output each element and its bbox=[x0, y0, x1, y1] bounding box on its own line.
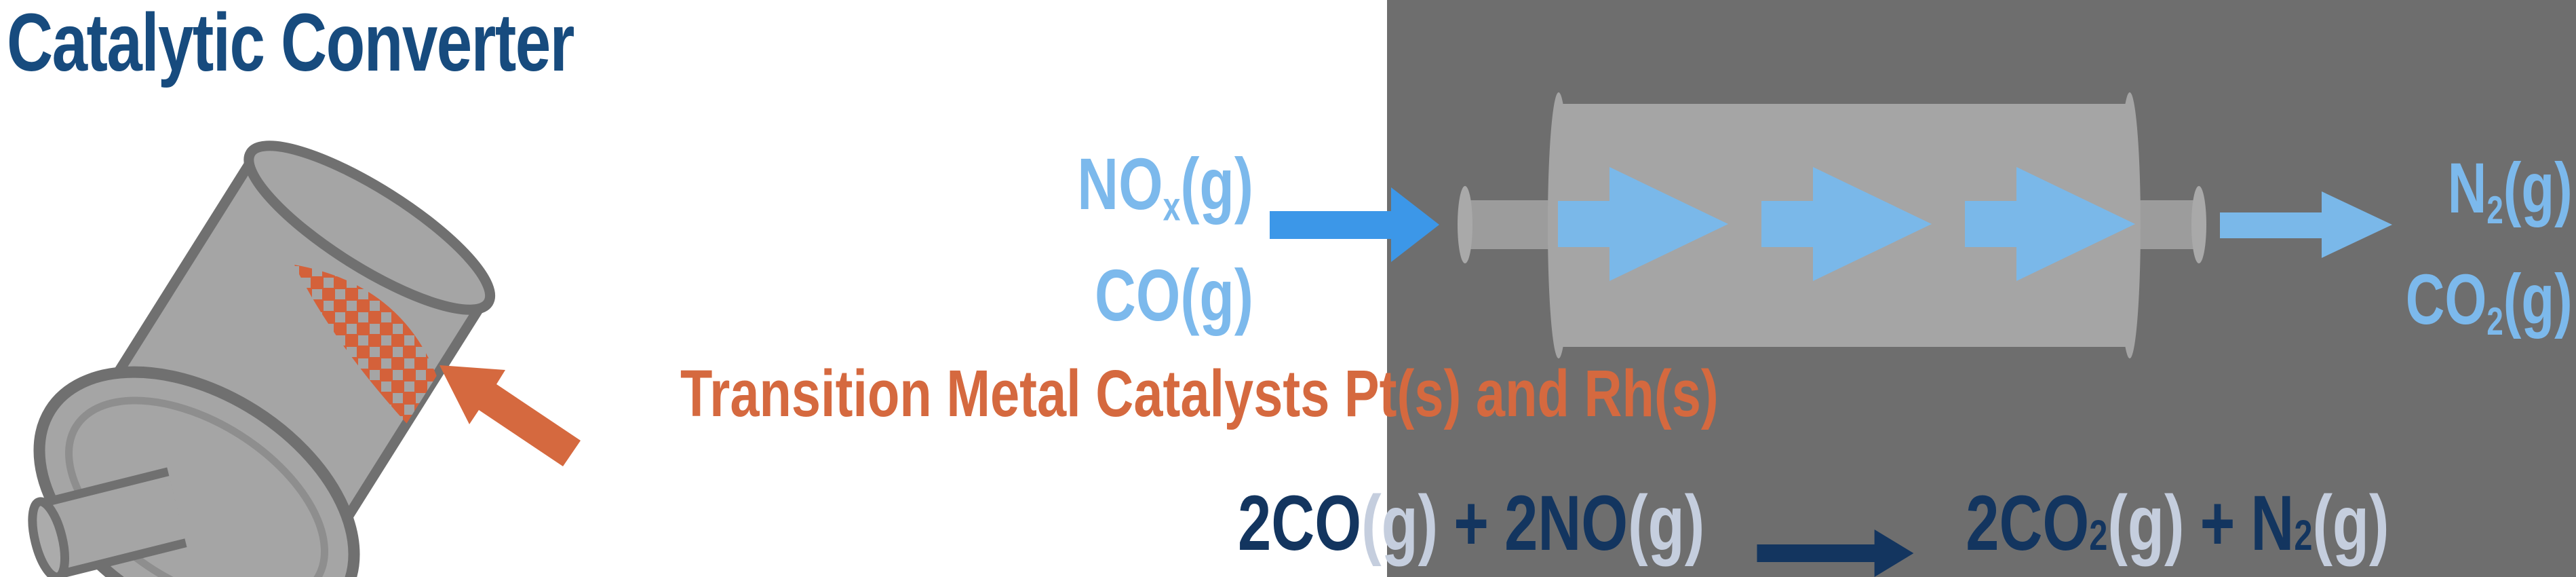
outlet-arrow bbox=[2220, 191, 2392, 258]
catalyst-label-line3: Pt(s) and Rh(s) bbox=[1344, 356, 1719, 430]
catalyst-pointer-arrow bbox=[440, 365, 581, 466]
inlet-arrow bbox=[1270, 187, 1439, 262]
inlet-gas-line1-subscript: x bbox=[1163, 183, 1181, 229]
converter-schematic bbox=[1270, 92, 2392, 358]
inlet-gas-line2: CO(g) bbox=[1095, 253, 1253, 336]
outlet-gas-label: N2(g) CO2(g) bbox=[2406, 144, 2573, 367]
equation-plus2: + bbox=[2200, 480, 2236, 567]
equation-plus1: + bbox=[1453, 480, 1489, 567]
muffler-front-inner-ring bbox=[65, 396, 328, 577]
inlet-gas-line1: NOx(g) bbox=[1077, 143, 1253, 229]
equation-product2: N bbox=[2250, 480, 2295, 567]
equation-product1: 2CO bbox=[1966, 480, 2090, 567]
flow-arrow-2 bbox=[1761, 167, 1932, 281]
equation-product2-state: (g) bbox=[2312, 480, 2389, 567]
reaction-arrow-icon bbox=[1757, 512, 1914, 577]
catalyst-label-line2: Catalysts bbox=[1095, 356, 1330, 430]
muffler-front-face bbox=[33, 366, 360, 577]
muffler-back-rim bbox=[243, 141, 496, 315]
inlet-flange bbox=[1458, 186, 1472, 263]
catalyst-label-line1: Transition Metal bbox=[680, 356, 1081, 430]
outlet-gas-line1-subscript: 2 bbox=[2486, 189, 2504, 233]
equation-product1-state: (g) bbox=[2107, 480, 2185, 567]
equation-reactant2-state: (g) bbox=[1628, 480, 1705, 567]
inlet-gas-label: NOx(g) CO(g) bbox=[1077, 140, 1253, 339]
flow-arrow-3 bbox=[1965, 167, 2135, 281]
equation-product2-subscript: 2 bbox=[2294, 512, 2313, 559]
equation-reactant1-state: (g) bbox=[1361, 480, 1439, 567]
flow-arrow-1 bbox=[1558, 167, 1728, 281]
catalyst-label: Transition Metal Catalysts Pt(s) and Rh(… bbox=[680, 356, 1719, 432]
flow-arrows bbox=[1558, 167, 2135, 281]
inlet-pipe bbox=[1465, 200, 1561, 249]
outlet-gas-line2-subscript: 2 bbox=[2486, 300, 2504, 344]
page-title: Catalytic Converter bbox=[7, 0, 574, 88]
muffler-illustration bbox=[28, 141, 581, 577]
equation-product1-subscript: 2 bbox=[2089, 512, 2108, 559]
outlet-gas-line1: N2(g) bbox=[2448, 149, 2573, 233]
outlet-flange bbox=[2191, 186, 2206, 263]
equation-reactant2: 2NO bbox=[1504, 480, 1628, 567]
outlet-gas-line2: CO2(g) bbox=[2405, 260, 2573, 344]
equation-reactant1: 2CO bbox=[1238, 480, 1362, 567]
